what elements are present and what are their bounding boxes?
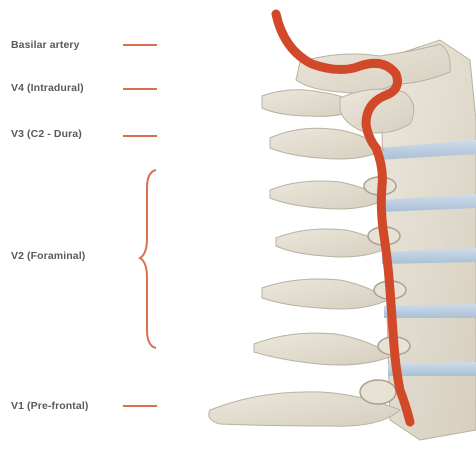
v2-brace — [140, 170, 156, 348]
